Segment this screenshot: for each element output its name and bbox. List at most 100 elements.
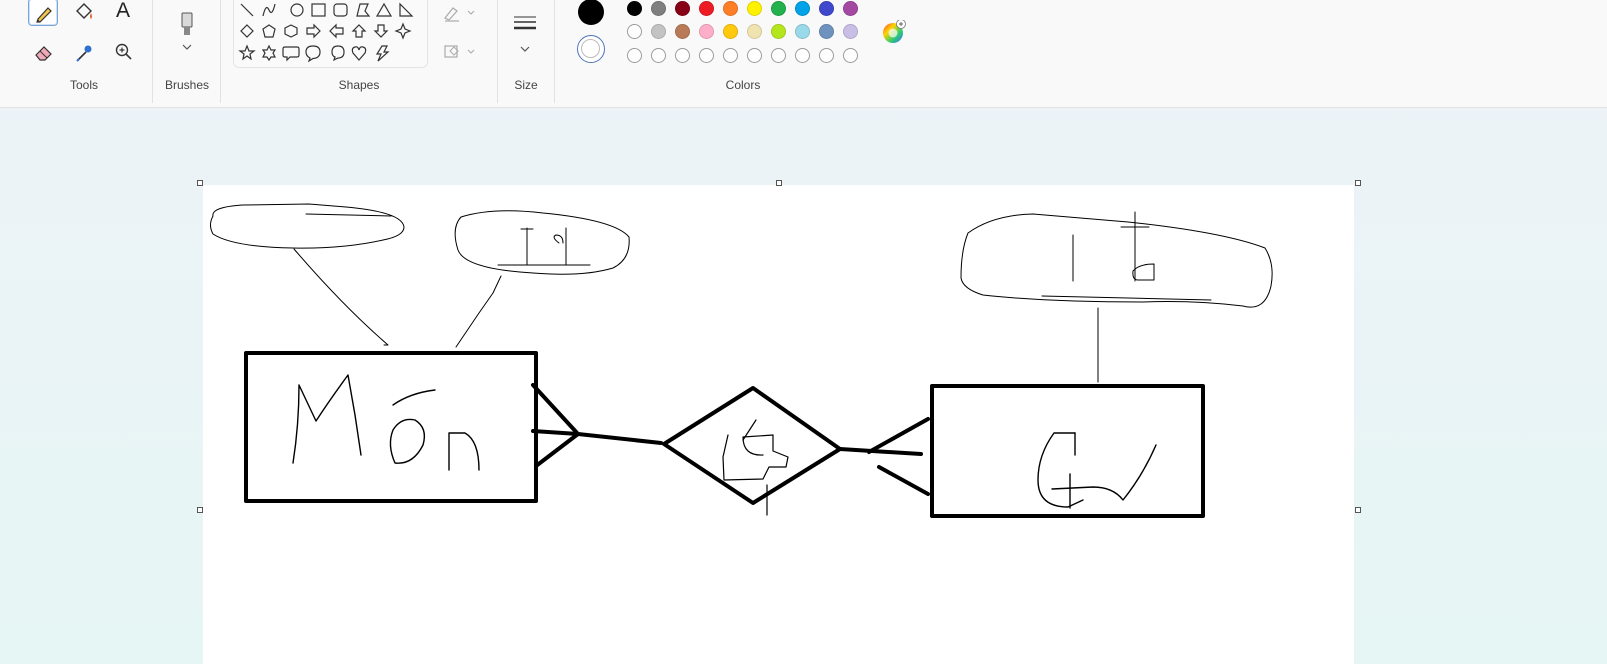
color-swatch[interactable] (795, 1, 810, 16)
rounded-rectangle-shape-icon[interactable] (333, 3, 348, 17)
color-swatch[interactable] (819, 1, 834, 16)
six-point-star-shape-icon[interactable] (261, 44, 277, 62)
color-swatch[interactable] (699, 1, 714, 16)
color1-selector[interactable] (578, 0, 604, 25)
eraser-icon (35, 46, 52, 61)
pentagon-shape-icon[interactable] (262, 24, 276, 38)
magnifier-tool-button[interactable] (109, 38, 139, 66)
magnifier-icon (115, 43, 132, 60)
oval-shape-icon[interactable] (290, 3, 304, 17)
custom-color-slot[interactable] (819, 48, 834, 63)
resize-handle-top-left[interactable] (197, 180, 203, 186)
color-picker-icon (76, 45, 92, 62)
separator (220, 0, 221, 103)
color-swatch[interactable] (651, 1, 666, 16)
edit-colors-button[interactable] (882, 19, 906, 44)
curve-shape-icon[interactable] (262, 3, 276, 17)
color-picker-tool-button[interactable] (69, 38, 99, 66)
color-swatch[interactable] (723, 1, 738, 16)
brush-icon (181, 12, 193, 50)
attribute-oval-1 (210, 203, 405, 346)
outline-icon (444, 7, 475, 22)
color-swatch[interactable] (723, 24, 738, 39)
custom-color-slot[interactable] (723, 48, 738, 63)
er-diagram-drawing (210, 203, 1273, 518)
pencil-icon (36, 7, 52, 23)
color-swatch[interactable] (843, 1, 858, 16)
color-swatch[interactable] (651, 24, 666, 39)
color-swatch[interactable] (747, 1, 762, 16)
hexagon-shape-icon[interactable] (284, 24, 298, 38)
lightning-shape-icon[interactable] (375, 45, 390, 62)
color-swatch[interactable] (795, 24, 810, 39)
crows-foot-right (838, 417, 930, 496)
color-swatch[interactable] (819, 24, 834, 39)
custom-color-slot[interactable] (843, 48, 858, 63)
resize-handle-left[interactable] (197, 507, 203, 513)
left-arrow-shape-icon[interactable] (329, 23, 344, 39)
brushes-button[interactable] (172, 6, 202, 56)
shapes-gallery (233, 0, 428, 68)
cloud-callout-shape-icon[interactable] (331, 45, 345, 62)
color-swatch[interactable] (675, 1, 690, 16)
size-group-label: Size (514, 78, 538, 92)
custom-color-slot[interactable] (627, 24, 642, 39)
separator (152, 0, 153, 103)
heart-shape-icon[interactable] (351, 46, 367, 61)
rectangle-shape-icon[interactable] (311, 3, 326, 17)
color-swatch[interactable] (747, 24, 762, 39)
down-arrow-shape-icon[interactable] (373, 24, 389, 38)
color-swatch[interactable] (771, 24, 786, 39)
text-tool-button[interactable]: A (109, 0, 139, 26)
line-shape-icon[interactable] (240, 3, 254, 17)
custom-color-slot[interactable] (699, 48, 714, 63)
crows-foot-left (531, 383, 663, 468)
fill-tool-button[interactable] (69, 0, 99, 26)
color-swatch[interactable] (771, 1, 786, 16)
up-arrow-shape-icon[interactable] (351, 24, 367, 38)
custom-color-slot[interactable] (651, 48, 666, 63)
oval-callout-shape-icon[interactable] (305, 45, 321, 63)
resize-handle-right[interactable] (1355, 507, 1361, 513)
custom-color-slot[interactable] (627, 48, 642, 63)
outline-button[interactable] (441, 0, 481, 26)
shapes-icons (238, 2, 414, 63)
text-icon: A (116, 0, 131, 22)
resize-handle-top-right[interactable] (1355, 180, 1361, 186)
shapes-group-label: Shapes (338, 78, 380, 92)
attribute-oval-2 (454, 210, 630, 348)
eraser-tool-button[interactable] (29, 38, 59, 66)
separator (497, 0, 498, 103)
color-swatch[interactable] (627, 1, 642, 16)
four-point-star-shape-icon[interactable] (394, 22, 412, 40)
color-swatch[interactable] (843, 24, 858, 39)
resize-handle-top[interactable] (776, 180, 782, 186)
polygon-shape-icon[interactable] (356, 3, 371, 17)
diamond-shape-icon[interactable] (240, 24, 254, 38)
color2-selector[interactable] (577, 35, 605, 63)
relationship-diamond (662, 386, 842, 516)
brushes-group-label: Brushes (164, 78, 210, 92)
shape-fill-icon (444, 45, 475, 58)
right-triangle-shape-icon[interactable] (399, 2, 414, 17)
fill-icon (76, 3, 92, 19)
rounded-callout-shape-icon[interactable] (282, 46, 300, 62)
shape-fill-button[interactable] (441, 39, 481, 65)
separator (554, 0, 555, 103)
size-button[interactable] (510, 8, 542, 58)
color-wheel-icon (883, 19, 906, 43)
color-swatch[interactable] (699, 24, 714, 39)
size-lines-icon (514, 16, 536, 52)
triangle-shape-icon[interactable] (375, 2, 393, 17)
custom-color-slot[interactable] (747, 48, 762, 63)
attribute-oval-3 (960, 211, 1273, 383)
five-point-star-shape-icon[interactable] (238, 44, 256, 61)
custom-color-slot[interactable] (675, 48, 690, 63)
custom-color-slot[interactable] (795, 48, 810, 63)
color-swatch[interactable] (675, 24, 690, 39)
ribbon-toolbar: A Tools Brushes (0, 0, 1607, 108)
pencil-tool-button[interactable] (28, 0, 58, 26)
custom-color-slot[interactable] (771, 48, 786, 63)
drawing-canvas[interactable] (203, 185, 1354, 664)
right-arrow-shape-icon[interactable] (306, 23, 321, 39)
